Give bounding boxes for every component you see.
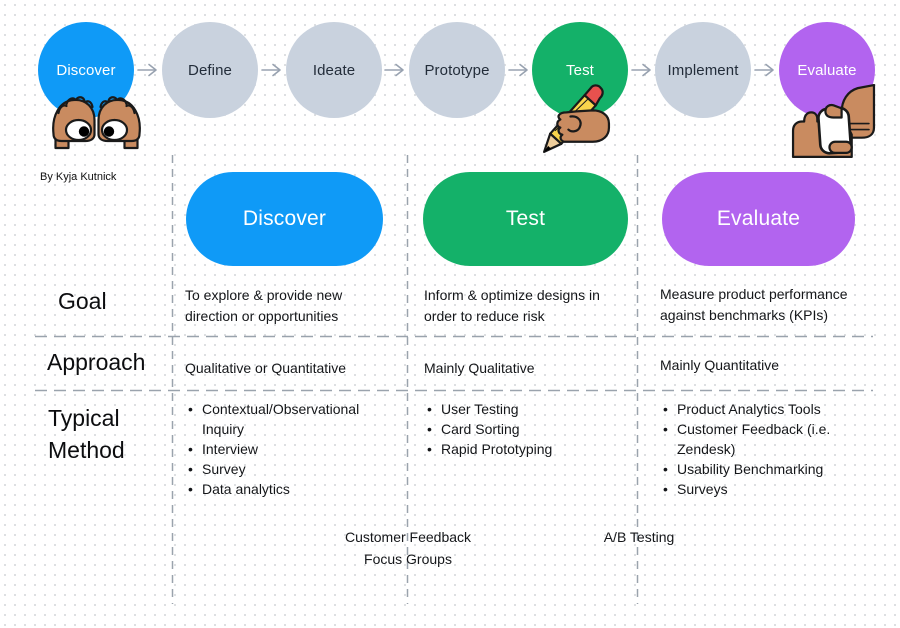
column-header-label: Test [505,207,546,230]
row-label-goal: Goal [58,288,107,314]
column-header-label: Discover [242,207,327,230]
flow-step-label: Test [566,61,594,79]
flow-step-label: Implement [667,61,739,79]
approach-cell-discover: Qualitative or Quantitative [185,360,347,376]
row-label-approach: Approach [47,349,146,375]
arrow-right-icon [508,63,528,77]
flow-step-label: Evaluate [797,61,857,79]
method-item: Product Analytics Tools [660,399,860,419]
flow-step-prototype: Prototype [409,22,505,118]
flow-step-label: Discover [56,61,116,79]
method-item: Surveys [660,479,860,499]
method-item: Usability Benchmarking [660,459,860,479]
goal-cell-test: Inform & optimize designs in order to re… [424,287,600,324]
method-item: Rapid Prototyping [424,439,619,459]
arrow-right-icon [261,63,281,77]
shared-methods-discover-test: Customer Feedback Focus Groups [308,527,508,570]
method-item: Contextual/Observational Inquiry [185,399,385,439]
method-item: Customer Feedback (i.e. Zendesk) [660,419,860,459]
shared-method-line: Focus Groups [364,550,452,567]
hand-writing-pencil-icon [542,84,611,154]
methods-list-test: User TestingCard SortingRapid Prototypin… [424,399,619,459]
goal-cell-evaluate: Measure product performance against benc… [660,286,848,323]
method-item: Survey [185,459,385,479]
shared-method-line: A/B Testing [603,529,675,545]
flow-step-implement: Implement [655,22,751,118]
method-item: Interview [185,439,385,459]
hands-holding-phone-icon [791,84,876,158]
methods-list-evaluate: Product Analytics ToolsCustomer Feedback… [660,399,860,499]
peeking-eyes-icon [52,96,141,150]
column-header-label: Evaluate [716,207,801,230]
method-item: Data analytics [185,479,385,499]
approach-cell-test: Mainly Qualitative [424,360,535,376]
method-item: Card Sorting [424,419,619,439]
method-item: User Testing [424,399,619,419]
arrow-right-icon [631,63,651,77]
arrow-right-icon [754,63,774,77]
column-header-test: Test [423,172,628,266]
flow-step-label: Ideate [312,61,356,79]
author-credit: By Kyja Kutnick [40,171,117,183]
flow-step-define: Define [162,22,258,118]
flow-step-label: Prototype [424,61,490,79]
row-label-typical-method: Typical Method [48,405,125,463]
shared-method-line: Customer Feedback [344,529,472,545]
goal-cell-discover: To explore & provide new direction or op… [185,287,343,324]
flow-step-label: Define [188,61,232,79]
methods-list-discover: Contextual/Observational InquiryIntervie… [185,399,385,499]
arrow-right-icon [384,63,404,77]
shared-methods-test-evaluate: A/B Testing [539,527,739,549]
column-header-evaluate: Evaluate [662,172,855,266]
approach-cell-evaluate: Mainly Quantitative [660,357,780,373]
column-header-discover: Discover [186,172,383,266]
arrow-right-icon [137,63,157,77]
flow-step-ideate: Ideate [286,22,382,118]
